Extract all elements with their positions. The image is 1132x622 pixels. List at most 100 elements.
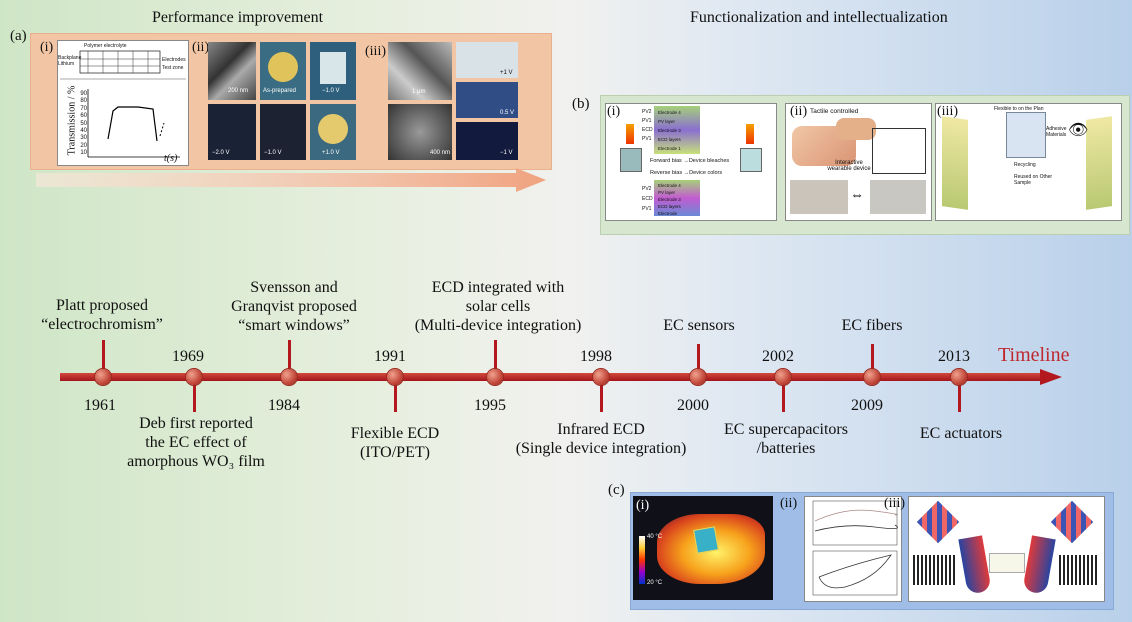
year-1969: 1969 bbox=[172, 348, 204, 365]
year-2013: 2013 bbox=[938, 348, 970, 365]
layer-top-5: Electrode 1 bbox=[658, 146, 681, 151]
lattice-right bbox=[1050, 500, 1094, 544]
event-actuators: EC actuators bbox=[902, 424, 1020, 443]
panel-a-iii-label: (iii) bbox=[365, 44, 386, 59]
schematic-label-3: Lithium bbox=[58, 61, 75, 67]
event-deb: Deb first reported the EC effect of amor… bbox=[112, 414, 280, 471]
layer-top-2: PV layer bbox=[658, 119, 676, 124]
layer-stack-top bbox=[654, 106, 700, 154]
device-minus2v bbox=[208, 104, 256, 160]
tick-10: 10 bbox=[80, 150, 87, 157]
device-photo-left bbox=[790, 180, 848, 214]
tick-1998 bbox=[600, 376, 603, 412]
panel-b-ii-label: (ii) bbox=[790, 104, 808, 119]
label-1um: 1 μm bbox=[412, 89, 426, 95]
device-photo-right bbox=[870, 180, 926, 214]
year-1998: 1998 bbox=[580, 348, 612, 365]
event-solar-line3: (Multi-device integration) bbox=[414, 317, 582, 334]
node-2009 bbox=[864, 369, 880, 385]
label-minus1v-b: −1.0 V bbox=[264, 150, 282, 156]
flexible-film-left bbox=[942, 116, 968, 210]
reverse-bias-text: Reverse bias →Device colors bbox=[650, 170, 723, 176]
tick-90: 90 bbox=[80, 91, 87, 97]
layer-stack-bottom bbox=[654, 180, 700, 216]
year-1984: 1984 bbox=[268, 397, 300, 414]
light-arrow-left bbox=[626, 124, 634, 144]
event-smart-windows: Svensson and Granqvist proposed “smart w… bbox=[214, 278, 374, 335]
device-emblem-b bbox=[318, 114, 348, 144]
node-2000 bbox=[690, 369, 706, 385]
side-top-1: PV2 bbox=[642, 109, 652, 115]
layer-labels-bottom: Electrode 4 PV layer Electrode 3 ECD lay… bbox=[658, 182, 681, 217]
layer-labels-top: Electrode 4 PV layer Electrode 3 ECD lay… bbox=[658, 108, 681, 153]
event-sensors: EC sensors bbox=[634, 316, 764, 335]
event-smart-line2: Granqvist proposed bbox=[231, 298, 357, 315]
panel-b-i-label: (i) bbox=[607, 104, 621, 119]
sem-porous bbox=[388, 104, 452, 160]
node-2002 bbox=[775, 369, 791, 385]
event-fibers-line1: EC fibers bbox=[841, 317, 903, 334]
tick-2009 bbox=[871, 344, 874, 376]
film-0-5v bbox=[456, 82, 518, 118]
schematic-label-5: Test zone bbox=[162, 65, 184, 71]
finger-image bbox=[836, 118, 876, 140]
event-platt-line2: “electrochromism” bbox=[41, 316, 163, 333]
timeline-arrowhead bbox=[1040, 369, 1062, 385]
event-solar-line2: solar cells bbox=[465, 298, 531, 315]
panel-a-label: (a) bbox=[10, 28, 27, 44]
tick-1969 bbox=[193, 376, 196, 412]
year-2009: 2009 bbox=[851, 397, 883, 414]
tick-1995 bbox=[494, 340, 497, 376]
device-right bbox=[740, 148, 762, 172]
tick-2000 bbox=[697, 344, 700, 376]
side-top-3: ECD bbox=[642, 127, 653, 133]
panel-c-iii bbox=[908, 496, 1105, 602]
actuator-center bbox=[989, 553, 1025, 573]
plot-ylabel: Transmission / % bbox=[66, 85, 78, 156]
flexible-text: Flexible to on the Plan bbox=[994, 106, 1044, 112]
panel-a-i: Polymer electrolyte Backplane Lithium El… bbox=[57, 40, 189, 166]
tick-2013 bbox=[958, 376, 961, 412]
side-bot-3: PV1 bbox=[642, 206, 652, 212]
layer-bot-1: Electrode 4 bbox=[658, 183, 681, 188]
event-platt-line1: Platt proposed bbox=[56, 297, 148, 314]
panel-a-i-label: (i) bbox=[40, 40, 54, 55]
tick-2002 bbox=[782, 376, 785, 412]
eye-icon: 👁 bbox=[1068, 122, 1089, 139]
adhesive-text: Adhesive Materials bbox=[1046, 126, 1067, 138]
plot-ticks: 90 80 70 60 50 40 30 20 10 bbox=[80, 91, 87, 158]
panel-b-iii: 👁 Flexible to on the Plan Adhesive Mater… bbox=[935, 103, 1122, 221]
label-0-5v: 0.5 V bbox=[500, 110, 515, 116]
event-infrared-line2: (Single device integration) bbox=[515, 440, 687, 457]
device-emblem bbox=[268, 52, 298, 82]
side-bot-2: ECD bbox=[642, 196, 653, 202]
node-1969 bbox=[186, 369, 202, 385]
label-plus1v: +1.0 V bbox=[322, 150, 340, 156]
node-1995 bbox=[487, 369, 503, 385]
schematic-label-2: Backplane bbox=[58, 55, 82, 61]
layer-top-3: Electrode 3 bbox=[658, 128, 681, 133]
panel-c-ii bbox=[804, 496, 902, 602]
recycling-text: Recycling bbox=[1014, 162, 1036, 168]
layer-bot-4: ECD layers bbox=[658, 204, 681, 209]
timeline-axis bbox=[60, 373, 1045, 381]
event-flexible-line1: Flexible ECD bbox=[350, 425, 440, 442]
panel-b-ii: ⇔ Tactile controlled Interactive wearabl… bbox=[785, 103, 932, 221]
event-infrared: Infrared ECD (Single device integration) bbox=[496, 420, 706, 458]
event-flexible-line2: (ITO/PET) bbox=[360, 444, 430, 461]
device-plus1v bbox=[310, 104, 356, 160]
year-2000: 2000 bbox=[677, 397, 709, 414]
event-super-line2: /batteries bbox=[756, 440, 816, 457]
side-labels-bottom: PV2 ECD PV1 bbox=[642, 184, 653, 214]
event-deb-line3: amorphous WO₃ film bbox=[127, 453, 265, 470]
tick-70: 70 bbox=[80, 105, 87, 112]
plot-xlabel: t(s) bbox=[164, 153, 178, 164]
structure-left bbox=[913, 555, 955, 585]
label-minus2v: −2.0 V bbox=[212, 150, 230, 156]
panel-a-i-figure bbox=[60, 50, 186, 158]
header-functionalization: Functionalization and intellectualizatio… bbox=[690, 9, 948, 26]
ir-spectra-plot bbox=[812, 500, 898, 596]
event-super-line1: EC supercapacitors bbox=[724, 421, 848, 438]
panel-c-i-label: (i) bbox=[636, 498, 650, 513]
year-1995: 1995 bbox=[474, 397, 506, 414]
